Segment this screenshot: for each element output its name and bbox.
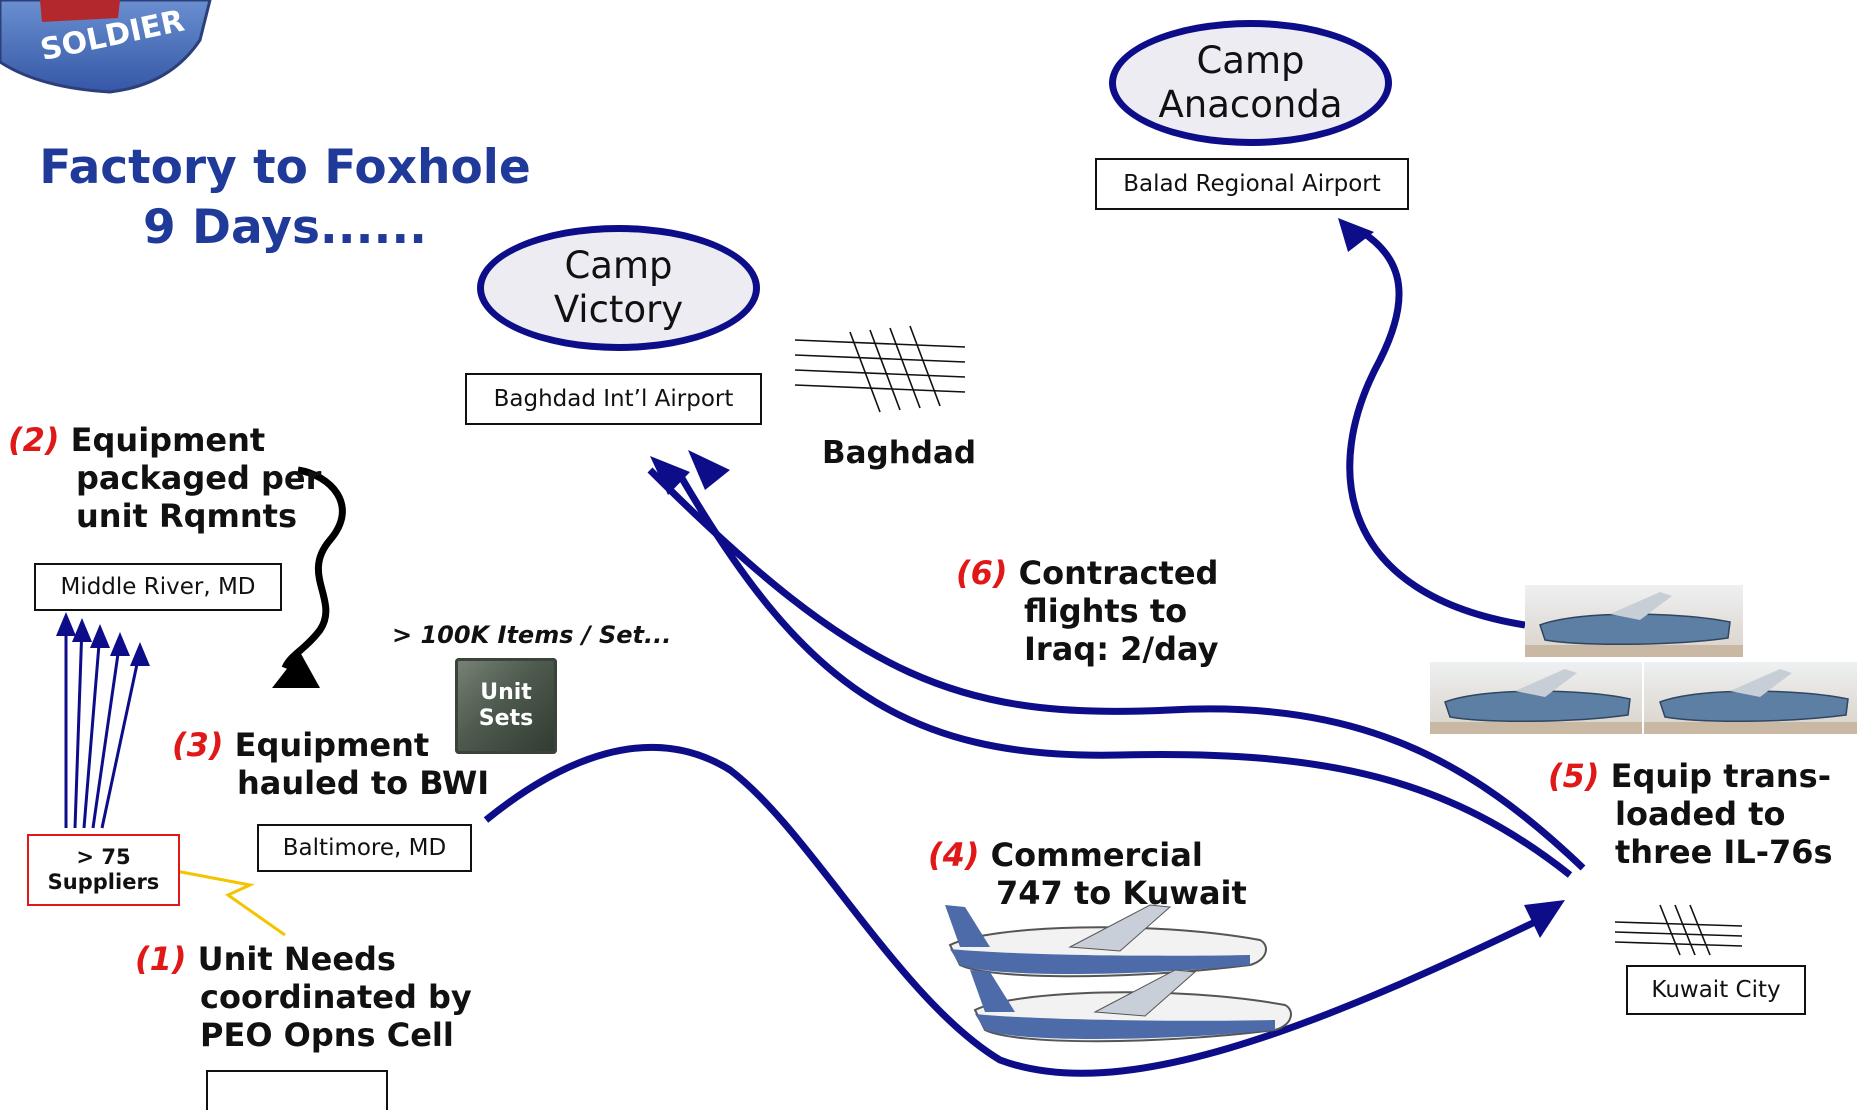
baghdad-city-grid-icon <box>794 325 966 413</box>
camp-anaconda-oval: Camp Anaconda <box>1109 20 1392 146</box>
crate-line-2: Sets <box>478 706 534 731</box>
title-line-2: 9 Days...... <box>142 200 428 255</box>
step-3: (3) Equipment hauled to BWI <box>172 726 489 802</box>
step-2-number: (2) <box>8 421 60 459</box>
flight-path-bwi-kuwait <box>483 743 1537 1077</box>
step-1-line-1: Unit Needs <box>197 940 396 978</box>
supplier-arrows <box>64 620 142 829</box>
step-5-line-3: three IL-76s <box>1615 833 1833 871</box>
items-per-set-note: > 100K Items / Set... <box>392 621 672 649</box>
il76-aircraft-photos <box>1430 585 1857 734</box>
camp-anaconda-line-1: Camp <box>1196 39 1305 82</box>
squiggle-arrow <box>281 466 346 670</box>
kuwait-city-grid-icon <box>1614 904 1743 956</box>
step-5-line-2: loaded to <box>1615 795 1786 833</box>
step-3-line-1: Equipment <box>234 726 430 764</box>
step-6-line-3: Iraq: 2/day <box>1024 630 1219 668</box>
kuwait-city-box: Kuwait City <box>1626 965 1806 1015</box>
step-3-line-2: hauled to BWI <box>237 764 490 802</box>
balad-airport-box: Balad Regional Airport <box>1095 158 1409 210</box>
step-2-line-3: unit Rqmnts <box>76 497 297 535</box>
step-5-number: (5) <box>1548 757 1600 795</box>
peo-ops-box <box>206 1070 388 1110</box>
arrowhead-kuwait <box>1524 900 1565 938</box>
baghdad-label: Baghdad <box>822 435 977 471</box>
camp-victory-line-1: Camp <box>564 244 673 287</box>
title-line-1: Factory to Foxhole <box>39 140 531 195</box>
camp-victory-oval: Camp Victory <box>477 225 760 351</box>
step-3-number: (3) <box>172 726 224 764</box>
flight-path-kuwait-baghdad-2 <box>676 473 1573 878</box>
step-6: (6) Contracted flights to Iraq: 2/day <box>956 554 1218 668</box>
step-1-line-2: coordinated by <box>200 978 472 1016</box>
step-1: (1) Unit Needs coordinated by PEO Opns C… <box>135 940 472 1054</box>
baghdad-airport-box: Baghdad Int’l Airport <box>465 373 762 425</box>
flow-diagram: SOLDIER <box>0 0 1857 1077</box>
flight-path-kuwait-baghdad-1 <box>647 467 1586 871</box>
baltimore-box: Baltimore, MD <box>257 824 472 872</box>
diagram-title: Factory to Foxhole 9 Days...... <box>30 138 540 258</box>
suppliers-label: Suppliers <box>47 870 160 894</box>
step-5-line-1: Equip trans- <box>1610 757 1831 795</box>
step-4-line-1: Commercial <box>990 836 1203 874</box>
flight-path-kuwait-balad <box>1346 229 1526 629</box>
step-2: (2) Equipment packaged per unit Rqmnts <box>8 421 321 535</box>
crate-line-1: Unit <box>480 680 532 705</box>
lightning-bolt-icon <box>159 866 286 937</box>
squiggle-arrowhead <box>272 652 320 688</box>
step-2-line-2: packaged per <box>76 459 322 497</box>
commercial-747-planes <box>945 904 1292 1043</box>
step-4: (4) Commercial 747 to Kuwait <box>928 836 1247 912</box>
suppliers-box: > 75 Suppliers <box>27 834 180 906</box>
step-4-line-2: 747 to Kuwait <box>996 874 1247 912</box>
step-5: (5) Equip trans- loaded to three IL-76s <box>1548 757 1833 871</box>
step-2-line-1: Equipment <box>70 421 266 459</box>
unit-sets-crate: Unit Sets <box>455 658 557 754</box>
step-6-line-2: flights to <box>1024 592 1188 630</box>
arrowhead-balad <box>1338 218 1374 252</box>
camp-victory-line-2: Victory <box>553 288 684 331</box>
step-6-line-1: Contracted <box>1018 554 1219 592</box>
arrowhead-baghdad-2 <box>688 450 730 490</box>
step-1-number: (1) <box>135 940 187 978</box>
step-1-line-3: PEO Opns Cell <box>200 1016 454 1054</box>
step-4-number: (4) <box>928 836 980 874</box>
step-6-number: (6) <box>956 554 1008 592</box>
middle-river-box: Middle River, MD <box>34 563 282 611</box>
supplier-arrowheads <box>56 612 150 666</box>
arrowhead-baghdad-1 <box>650 456 690 495</box>
suppliers-count: > 75 <box>76 845 131 869</box>
soldier-logo: SOLDIER <box>0 0 212 94</box>
camp-anaconda-line-2: Anaconda <box>1158 83 1343 126</box>
